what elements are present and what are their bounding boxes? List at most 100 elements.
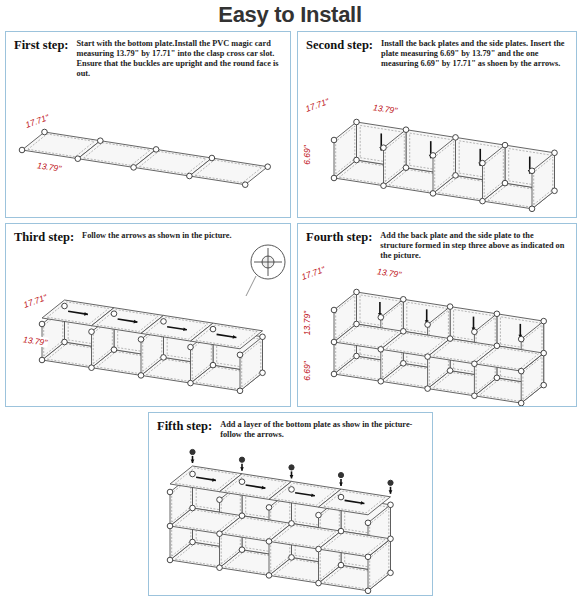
step-panel: First step:Start with the bottom plate.I…	[5, 31, 291, 218]
clasp-connector	[62, 339, 68, 345]
clasp-connector	[111, 311, 117, 317]
clasp-connector	[502, 180, 508, 186]
clasp-connector	[98, 138, 104, 144]
plate-seam	[336, 126, 355, 174]
clasp-connector	[480, 198, 486, 204]
dimension-label: 13.79"	[371, 102, 398, 116]
clasp-connector	[316, 512, 322, 518]
plate-seam	[242, 341, 261, 387]
clasp-connector	[239, 479, 245, 485]
clasp-connector	[378, 315, 384, 321]
clasp-connector	[260, 334, 266, 340]
plate-seam	[195, 160, 261, 183]
dimension-label: 17.71"	[299, 264, 327, 282]
side-plate	[384, 130, 407, 186]
clasp-connector	[39, 357, 45, 363]
clasp-connector	[75, 156, 81, 162]
clasp-detail	[268, 248, 269, 276]
clasp-connector	[153, 147, 159, 153]
clasp-connector	[289, 521, 295, 527]
clasp-connector	[541, 382, 547, 388]
clasp-connector	[138, 337, 144, 343]
clasp-connector	[338, 562, 344, 568]
dimension-label: 17.71"	[23, 112, 51, 130]
shelf-plate	[474, 346, 543, 371]
dimension-label: 6.69"	[302, 144, 312, 166]
clasp-connector	[190, 539, 196, 545]
clasp-connector	[447, 304, 453, 310]
clasp-connector	[190, 505, 196, 511]
clasp-connector	[388, 480, 393, 485]
clasp-connector	[403, 165, 409, 171]
clasp-connector	[111, 347, 117, 353]
clasp-connector	[331, 339, 337, 345]
dimension-label: 17.71"	[303, 96, 331, 114]
clasp-connector	[239, 547, 245, 553]
step-instruction: Follow the arrows as shown in the pictur…	[82, 230, 282, 241]
clasp-connector	[131, 165, 137, 171]
clasp-connector	[167, 557, 173, 563]
clasp-connector	[480, 160, 486, 166]
clasp-connector	[472, 329, 478, 335]
clasp-connector	[239, 457, 244, 462]
clasp-connector	[494, 343, 500, 349]
step-panel: Second step:Install the back plates and …	[297, 31, 577, 218]
arrow-head	[191, 460, 195, 464]
clasp-connector	[289, 487, 295, 493]
top-plate	[191, 323, 263, 349]
clasp-connector	[381, 145, 387, 151]
clasp-connector	[354, 353, 360, 359]
clasp-connector	[453, 135, 459, 141]
clasp-connector	[42, 129, 48, 135]
page-title: Easy to Install	[0, 2, 580, 28]
clasp-connector	[425, 354, 431, 360]
clasp-connector	[217, 565, 223, 571]
clasp-connector	[403, 127, 409, 133]
step-heading: Fifth step:	[157, 419, 212, 434]
bottom-plate	[189, 158, 267, 185]
clasp-connector	[289, 465, 294, 470]
clasp-connector	[89, 365, 95, 371]
clasp-connector	[425, 322, 431, 328]
clasp-connector	[388, 570, 394, 576]
plate-seam	[324, 491, 385, 513]
clasp-connector	[210, 326, 216, 332]
clasp-connector	[188, 344, 194, 350]
clasp-connector	[518, 336, 524, 342]
clasp-connector	[401, 297, 407, 303]
step-instruction: Start with the bottom plate.Install the …	[77, 38, 283, 79]
clasp-connector	[430, 191, 436, 197]
dimension-label: 13.79"	[375, 266, 402, 280]
clasp-connector	[388, 502, 394, 508]
step-panel: Fourth step: Add the back plate and the s…	[297, 223, 577, 407]
clasp-connector	[338, 473, 343, 478]
clasp-connector	[210, 362, 216, 368]
arrow-head	[311, 493, 315, 497]
clasp-connector	[472, 393, 478, 399]
side-plate	[483, 145, 506, 201]
step-heading: Fourth step:	[306, 230, 372, 245]
clasp-connector	[552, 150, 558, 156]
arrow-head	[339, 483, 343, 487]
side-plate	[532, 153, 555, 209]
shelf-plate	[319, 531, 391, 557]
clasp-connector	[447, 368, 453, 374]
clasp-connector	[161, 355, 167, 361]
dimension-label: 13.79"	[35, 160, 62, 174]
arrow-head	[262, 486, 266, 490]
plate-seam	[480, 348, 539, 370]
clasp-connector	[518, 400, 524, 406]
clasp-connector	[529, 168, 535, 174]
step-heading: Second step:	[306, 38, 373, 53]
clasp-connector	[260, 370, 266, 376]
clasp-connector	[365, 588, 371, 594]
clasp-connector	[529, 206, 535, 212]
clasp-connector	[217, 531, 223, 537]
clasp-connector	[365, 554, 371, 560]
clasp-connector	[388, 536, 394, 542]
clasp-connector	[378, 379, 384, 385]
clasp-connector	[541, 350, 547, 356]
step-instruction: Add the back plate and the side plate to…	[380, 230, 568, 261]
clasp-connector	[187, 173, 193, 179]
clasp-connector	[161, 319, 167, 325]
